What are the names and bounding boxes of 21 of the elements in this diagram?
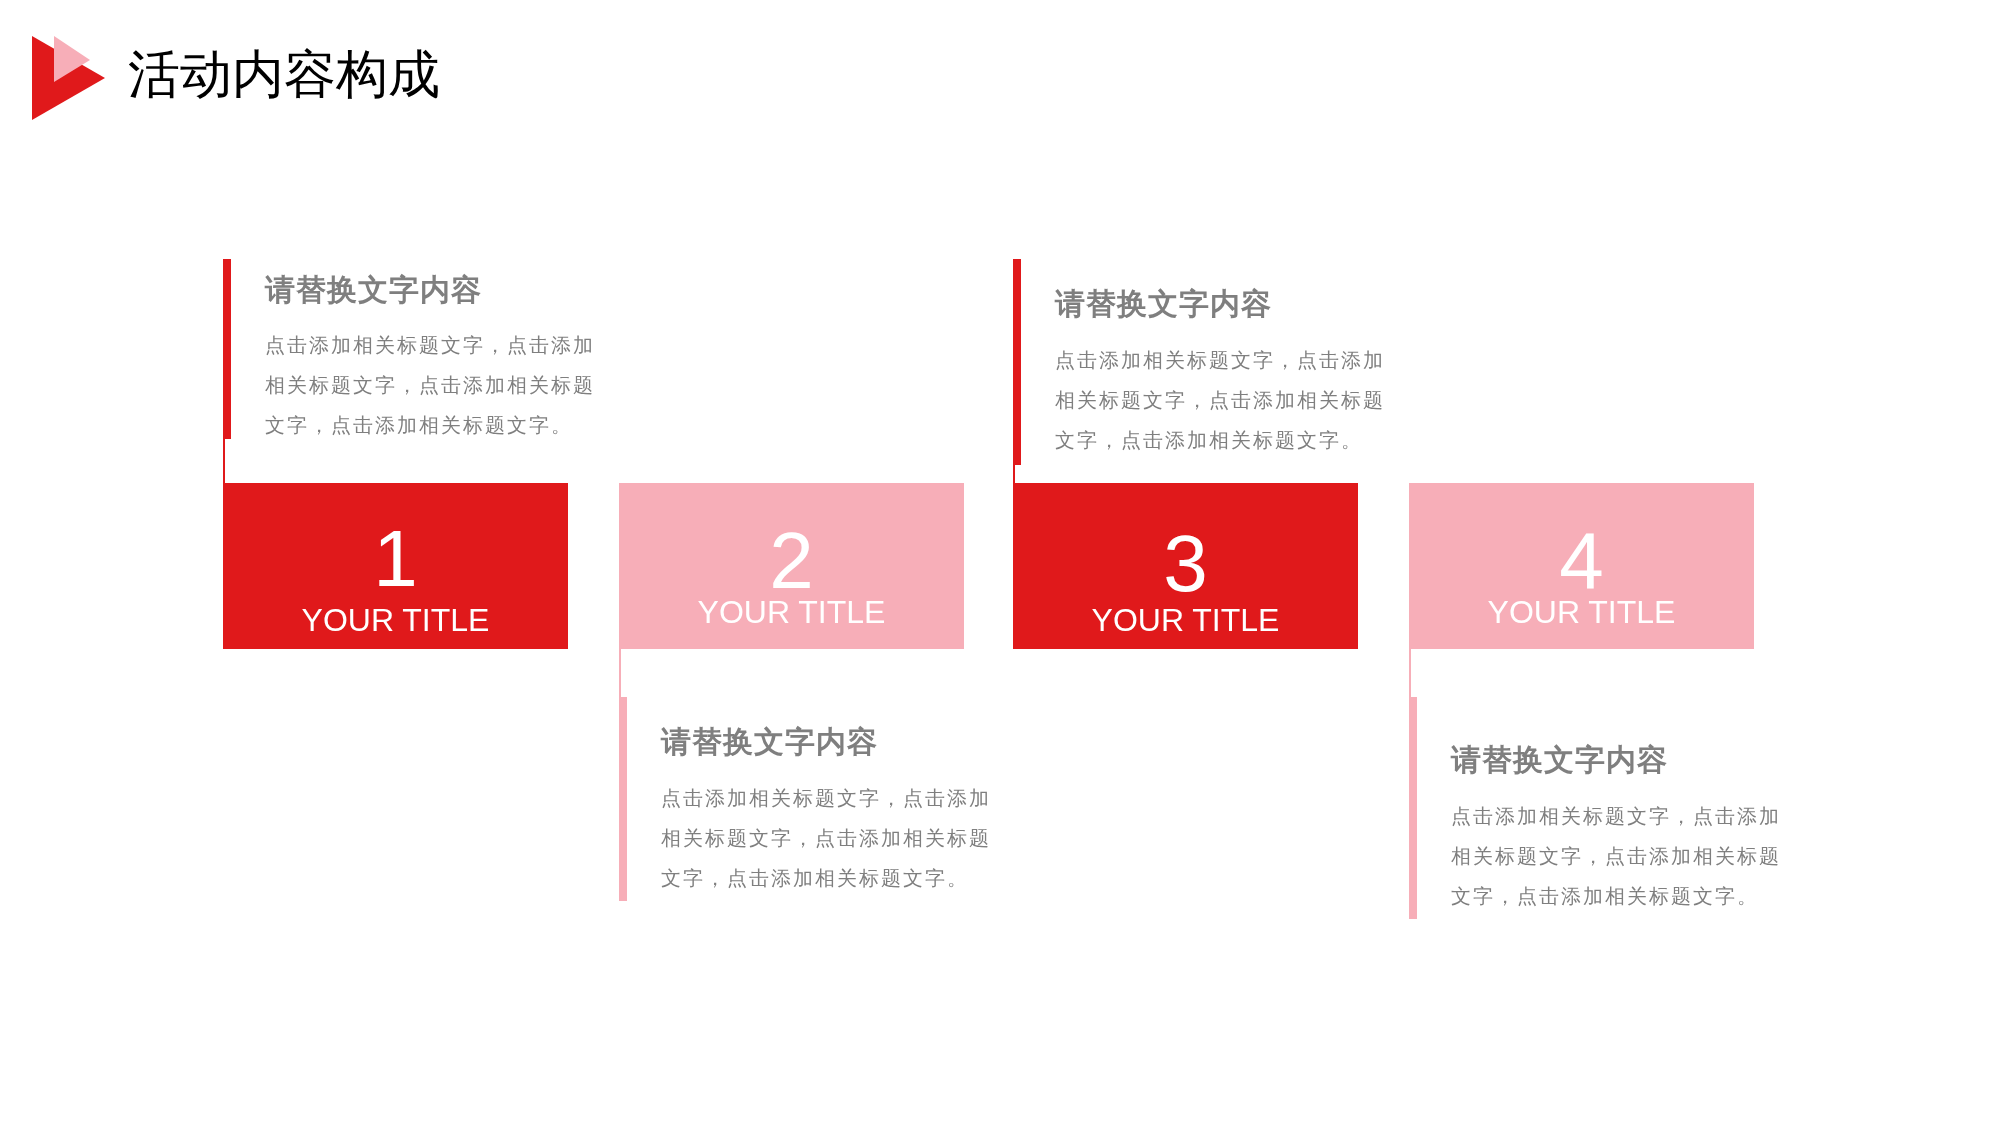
card-title: YOUR TITLE: [301, 604, 490, 636]
block-body: 点击添加相关标题文字，点击添加相关标题文字，点击添加相关标题文字，点击添加相关标题文字。: [1055, 348, 1386, 453]
card-title: YOUR TITLE: [1091, 604, 1280, 636]
block-body: 点击添加相关标题文字，点击添加相关标题文字，点击添加相关标题文字，点击添加相关标题文字。: [1451, 804, 1782, 909]
block-heading: 请替换文字内容: [1055, 286, 1272, 322]
step-number: 1: [373, 519, 418, 599]
connector-line: [1013, 464, 1015, 484]
block-body: 点击添加相关标题文字，点击添加相关标题文字，点击添加相关标题文字，点击添加相关标题文字。: [661, 786, 992, 891]
connector-line: [1409, 648, 1411, 698]
title-card: [619, 483, 964, 649]
block-body: 点击添加相关标题文字，点击添加相关标题文字，点击添加相关标题文字，点击添加相关标题文字。: [265, 333, 596, 438]
title-card: [1013, 483, 1358, 649]
block-heading: 请替换文字内容: [661, 724, 878, 760]
title-card: [1409, 483, 1754, 649]
connector-line: [619, 648, 621, 698]
connector-line: [223, 438, 225, 484]
page-title: 活动内容构成: [128, 44, 440, 104]
title-card: [223, 483, 568, 649]
block-heading: 请替换文字内容: [1451, 742, 1668, 778]
step-number: 3: [1163, 524, 1208, 604]
block-heading: 请替换文字内容: [265, 272, 482, 308]
